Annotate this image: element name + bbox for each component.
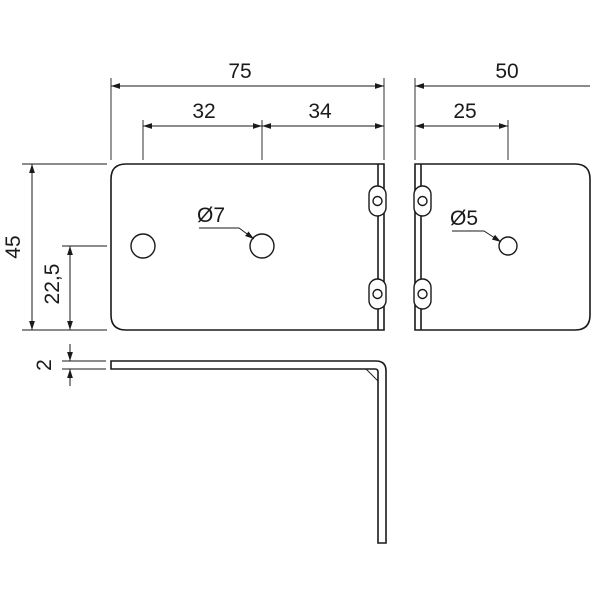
profile-bend-mark bbox=[365, 368, 379, 382]
dim-label-45: 45 bbox=[2, 235, 25, 258]
top-dimensions: 75 32 34 50 25 bbox=[110, 60, 590, 160]
label-diameter-7: Ø7 bbox=[197, 204, 225, 227]
dim-label-32: 32 bbox=[192, 100, 215, 123]
dim-label-75: 75 bbox=[228, 60, 251, 83]
leader-diameter-7 bbox=[199, 227, 255, 240]
profile-view bbox=[110, 360, 387, 544]
small-hole bbox=[498, 236, 518, 256]
leader-diameter-5 bbox=[452, 230, 502, 243]
dim-label-34: 34 bbox=[308, 100, 332, 123]
side-plate-view bbox=[413, 163, 591, 331]
upper-slot-side-inner bbox=[417, 195, 428, 207]
upper-slot-front-inner bbox=[372, 195, 383, 207]
label-diameter-5: Ø5 bbox=[450, 207, 478, 230]
dim-label-2: 2 bbox=[33, 359, 56, 371]
lower-slot-side-inner bbox=[417, 288, 428, 300]
l-profile-outline bbox=[110, 360, 387, 544]
front-plate-outline bbox=[110, 163, 385, 331]
center-hole bbox=[249, 233, 275, 259]
dim-label-50: 50 bbox=[495, 60, 518, 83]
lower-slot-front-inner bbox=[372, 288, 383, 300]
left-hole bbox=[130, 233, 156, 259]
dim-label-25: 25 bbox=[453, 100, 476, 123]
hole-callouts: Ø7 Ø5 bbox=[197, 204, 502, 243]
dim-label-22-5: 22,5 bbox=[41, 264, 64, 305]
left-dimensions: 45 22,5 2 bbox=[2, 163, 107, 386]
front-plate-view bbox=[110, 163, 387, 331]
